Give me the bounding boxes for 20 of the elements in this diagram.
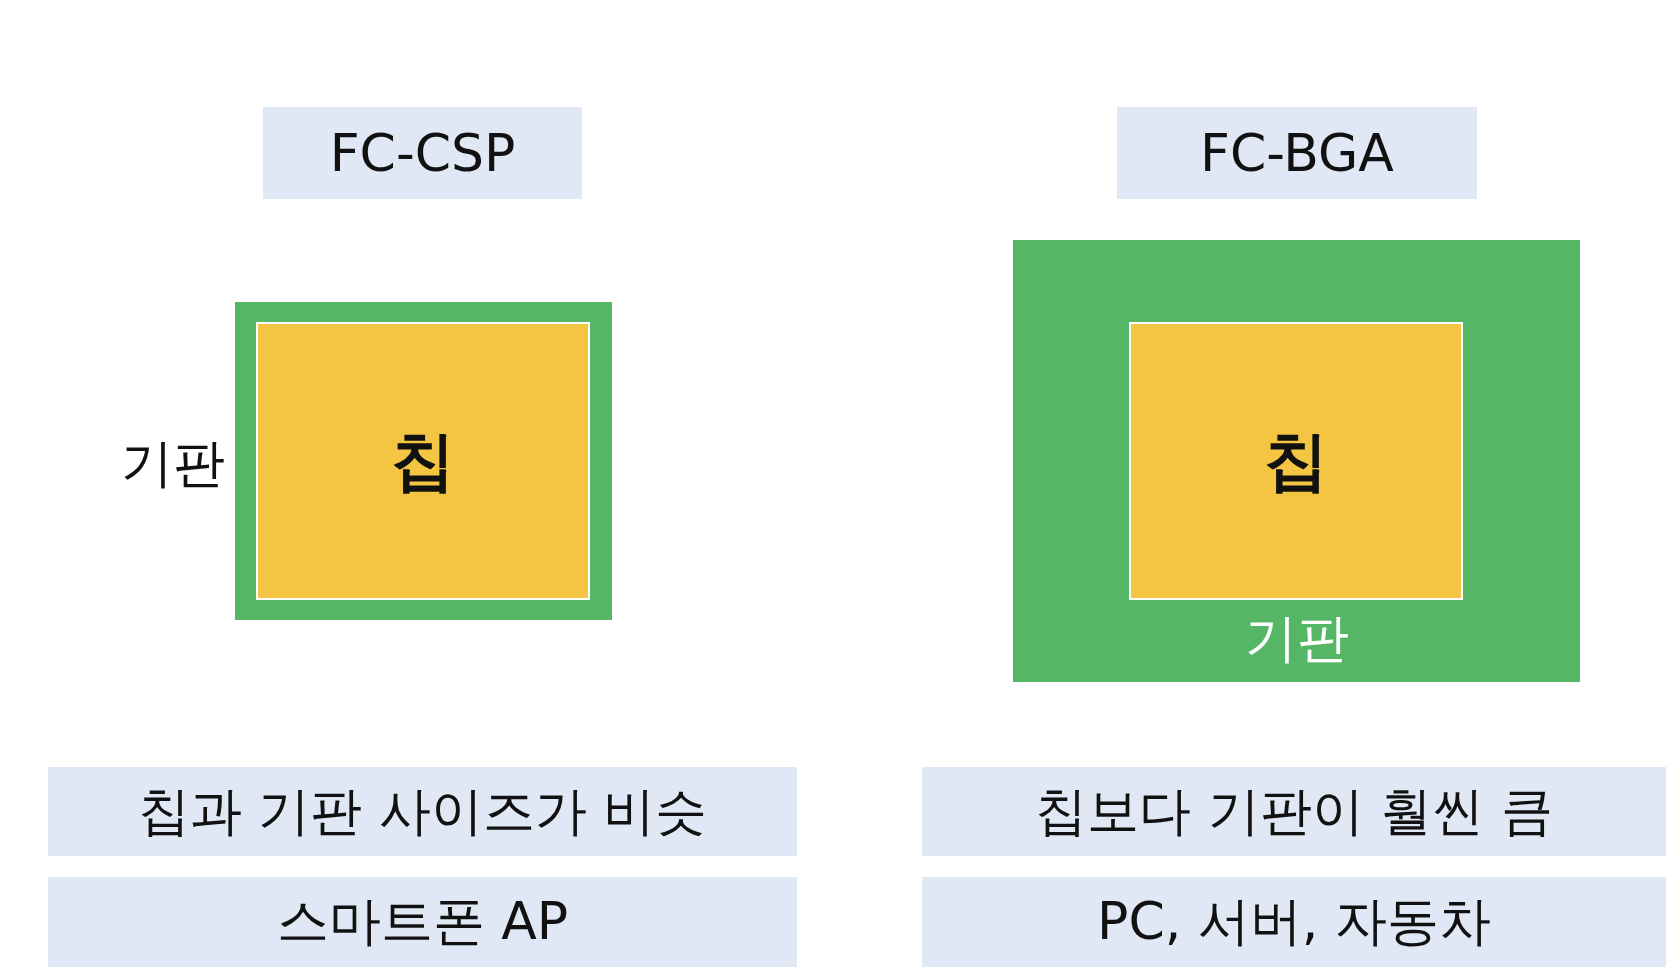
panel-text: FC-CSP bbox=[329, 123, 516, 183]
label-panel bbox=[922, 877, 1666, 967]
substrate-block bbox=[1013, 240, 1580, 682]
chip-block bbox=[256, 322, 590, 600]
label-panel bbox=[922, 767, 1666, 856]
label-panel bbox=[1117, 107, 1477, 199]
panel-text: 칩보다 기판이 훨씬 큼 bbox=[1035, 779, 1553, 843]
panel-text: 칩과 기판 사이즈가 비슷 bbox=[137, 779, 708, 843]
substrate-block bbox=[235, 302, 612, 620]
label-panel bbox=[48, 877, 797, 967]
chip-label: 칩 bbox=[391, 422, 455, 500]
label-panel bbox=[263, 107, 582, 199]
chip-label: 칩 bbox=[1264, 422, 1328, 500]
chip-block bbox=[1129, 322, 1463, 600]
substrate-label: 기판 bbox=[1244, 607, 1349, 670]
panel-text: 스마트폰 AP bbox=[276, 890, 569, 953]
panel-text: PC, 서버, 자동차 bbox=[1097, 890, 1491, 953]
label-panel bbox=[48, 767, 797, 856]
substrate-label: 기판 bbox=[121, 432, 225, 495]
panel-text: FC-BGA bbox=[1200, 123, 1394, 183]
